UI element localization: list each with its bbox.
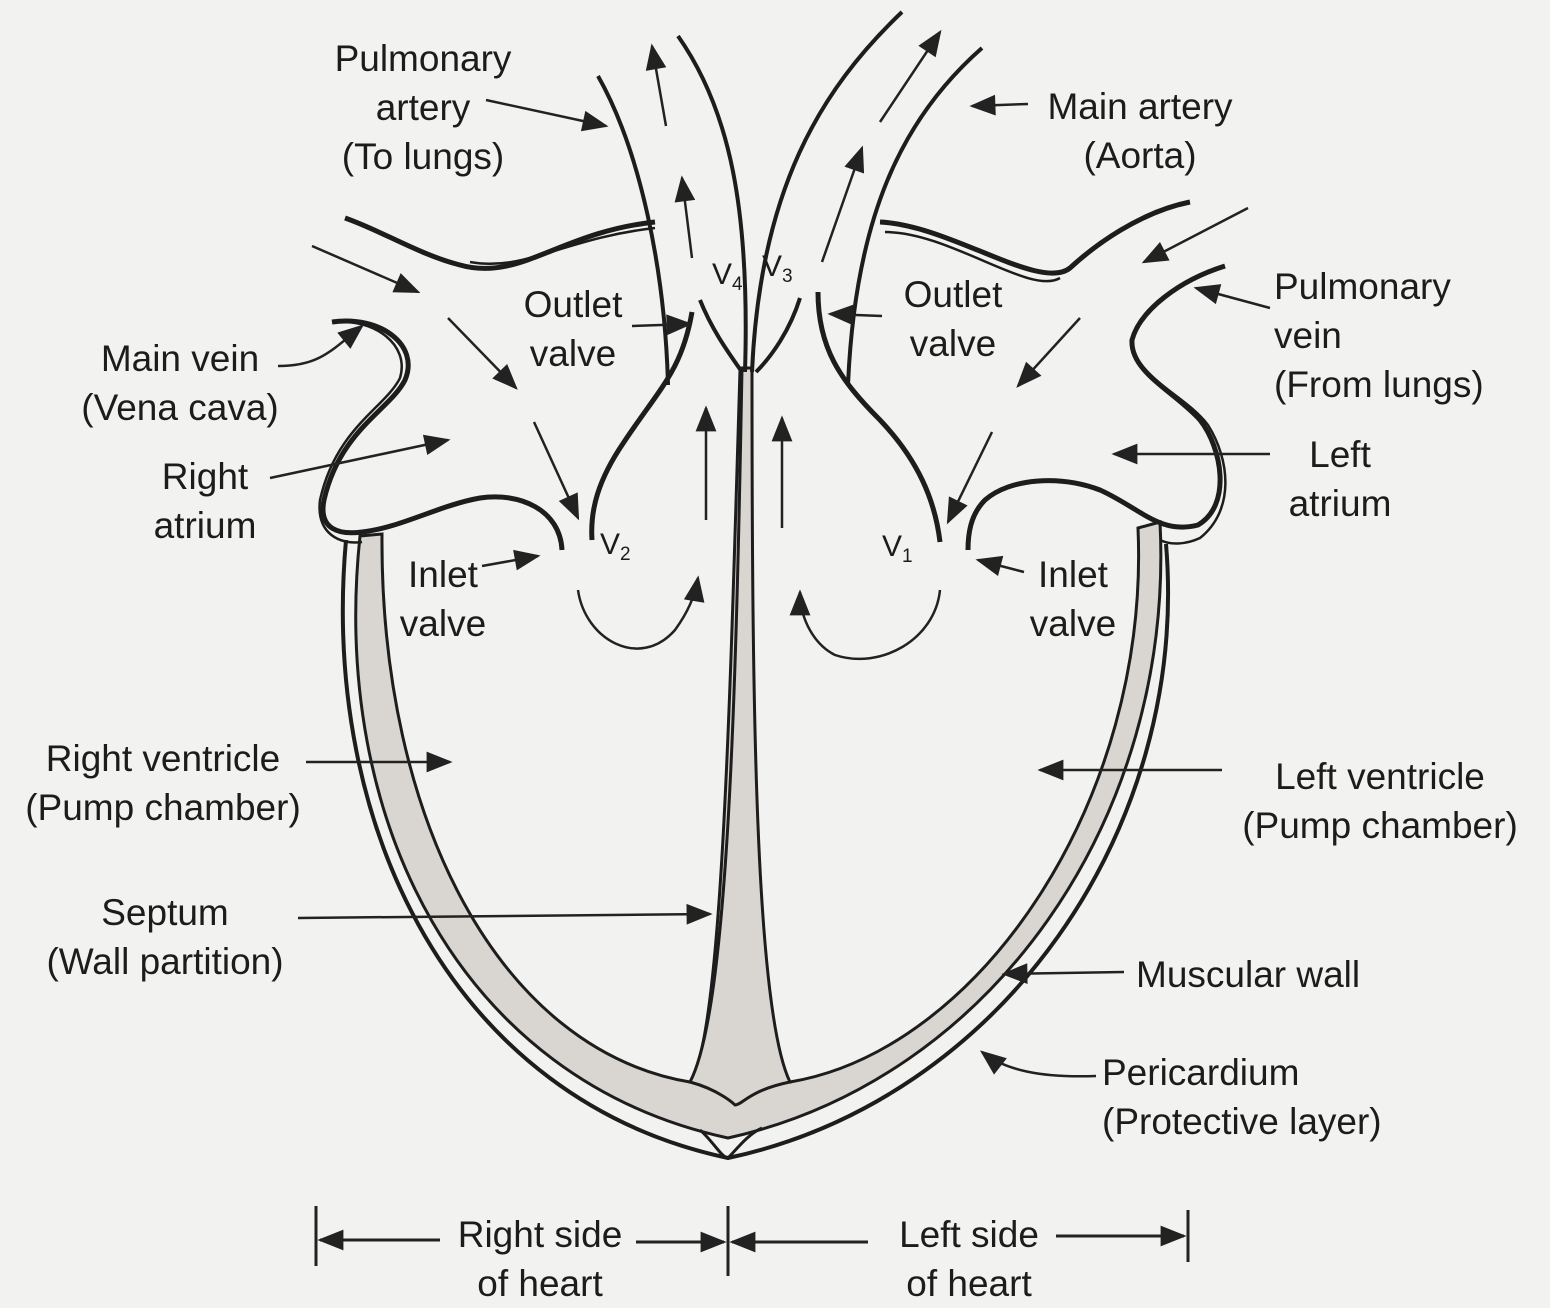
pulmonary-vein-label: Pulmonary vein (From lungs) — [1274, 262, 1484, 409]
valve-v3-label: V3 — [762, 250, 793, 288]
vena-cava-label: Main vein (Vena cava) — [70, 334, 290, 432]
valve-v1-label: V1 — [882, 530, 913, 568]
outlet-valve-left-label: Outlet valve — [888, 270, 1018, 368]
muscular-wall-label: Muscular wall — [1136, 950, 1360, 999]
left-ventricle-label: Left ventricle (Pump chamber) — [1218, 752, 1542, 850]
valve-v2-label: V2 — [600, 528, 631, 566]
inlet-valve-right-label: Inlet valve — [388, 550, 498, 648]
right-atrium-top-wall — [345, 218, 655, 268]
aorta-label: Main artery (Aorta) — [1030, 82, 1250, 180]
right-ventricle-label: Right ventricle (Pump chamber) — [8, 734, 318, 832]
outlet-valve-right-label: Outlet valve — [508, 280, 638, 378]
left-atrium-label: Left atrium — [1270, 430, 1410, 528]
left-side-of-heart-label: Left side of heart — [876, 1210, 1062, 1308]
aorta — [752, 12, 902, 372]
right-atrium-label: Right atrium — [140, 452, 270, 550]
valve-v4-label: V4 — [712, 258, 743, 296]
inlet-valve-left-label: Inlet valve — [1018, 550, 1128, 648]
pericardium-label: Pericardium (Protective layer) — [1102, 1048, 1382, 1146]
pulmonary-artery-label: Pulmonary artery (To lungs) — [318, 34, 528, 181]
right-side-of-heart-label: Right side of heart — [442, 1210, 638, 1308]
septum-label: Septum (Wall partition) — [30, 888, 300, 986]
